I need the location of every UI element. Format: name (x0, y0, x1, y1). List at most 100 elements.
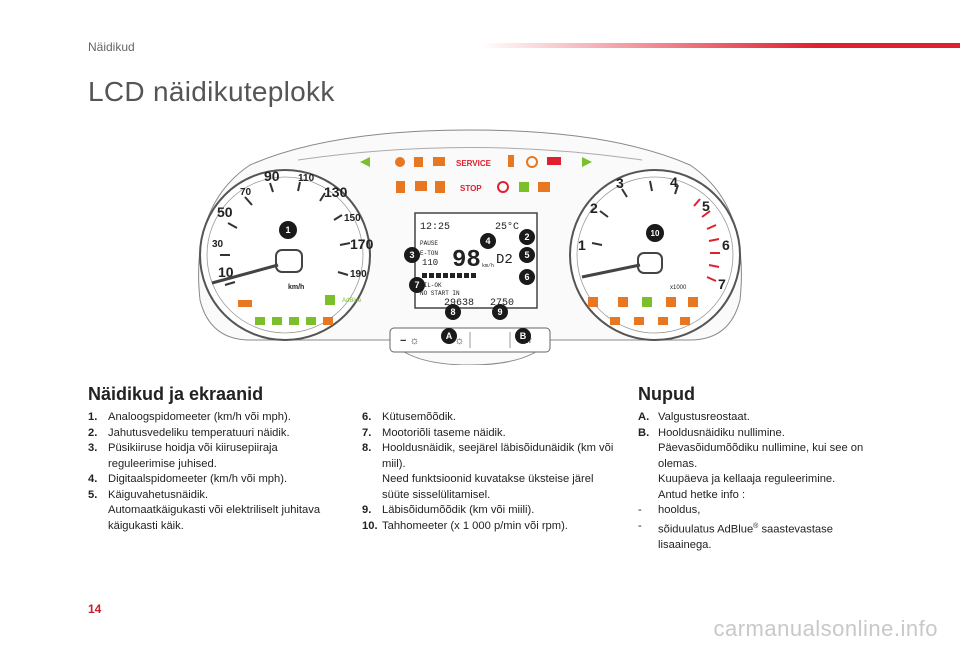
speedo-tick-30: 30 (212, 239, 224, 250)
lcd-speed: 98 (452, 247, 481, 274)
callout-10: 10 (651, 229, 660, 238)
lcd-screen (414, 212, 538, 309)
callout-9: 9 (497, 307, 502, 317)
item-text: Tahhomeeter (x 1 000 p/min või rpm). (382, 519, 568, 532)
speedo-tick-190: 190 (350, 269, 367, 280)
tacho-unit: x1000 (670, 285, 687, 291)
item-num: - (638, 504, 642, 516)
callout-6: 6 (524, 272, 529, 282)
list-item: Kuupäeva ja kellaaja reguleerimine. (638, 472, 888, 488)
tacho-tick-1: 1 (578, 237, 586, 253)
callout-2: 2 (524, 232, 529, 242)
callout-markers: 1 2 3 4 5 6 7 8 9 10 A B (279, 221, 664, 344)
service-warning: SERVICE (456, 159, 492, 168)
dimmer-minus-button[interactable]: − ☼ (400, 335, 420, 347)
callout-8: 8 (450, 307, 455, 317)
item-text: Püsikiiruse hoidja või kiirusepiiraja re… (108, 442, 278, 470)
lcd-trip: 2750 (490, 298, 514, 309)
item-text: Hooldusnäidiku nullimine. (658, 426, 785, 439)
item-num: 8. (362, 442, 372, 454)
item-text: Valgustusreostaat. (658, 411, 750, 423)
callout-3: 3 (409, 250, 414, 260)
list-item: Antud hetke info : (638, 488, 888, 504)
item-num (88, 503, 108, 534)
list-item: 8.Hooldusnäidik, seejärel läbisõidunäidi… (362, 441, 620, 472)
item-num: A. (638, 411, 650, 423)
callout-a: A (446, 331, 453, 341)
item-text: Automaatkäigukasti või elektriliselt juh… (108, 504, 321, 532)
tacho-tick-7: 7 (718, 276, 726, 292)
list-item: Need funktsioonid kuvatakse üksteise jär… (362, 472, 620, 503)
list-item: 5.Käiguvahetusnäidik. (88, 488, 340, 504)
item-text: Digitaalspidomeeter (km/h või mph). (108, 473, 288, 485)
watermark: carmanualsonline.info (713, 616, 938, 641)
item-text: Need funktsioonid kuvatakse üksteise jär… (382, 473, 594, 501)
item-num (638, 488, 658, 504)
item-num (638, 472, 658, 488)
callout-b: B (520, 331, 527, 341)
lcd-oil: OIL-OK (420, 282, 442, 289)
speedo-ticks (220, 181, 351, 286)
speedo-tick-90: 90 (264, 168, 280, 184)
right-heading: Nupud (638, 384, 695, 404)
list-item-adblue: -sõiduulatus AdBlue® saastevastase lisaa… (638, 519, 888, 554)
speedo-tick-130: 130 (324, 184, 348, 200)
callout-1: 1 (285, 225, 290, 235)
speedo-tick-10: 10 (218, 264, 234, 280)
tacho-tick-4: 4 (670, 174, 678, 190)
lcd-odo: 29638 (444, 298, 474, 309)
lcd-eton: E-TON (420, 250, 438, 257)
tacho-ticks (591, 180, 679, 246)
header-accent-bar (480, 43, 960, 48)
item-text: Kuupäeva ja kellaaja reguleerimine. (658, 473, 836, 485)
list-item: 9.Läbisõidumõõdik (km või miili). (362, 503, 620, 519)
item-num: 3. (88, 442, 98, 454)
buttons-list: A. Valgustusreostaat. B. Hooldusnäidiku nu… (638, 410, 888, 553)
list-item: 10.Tahhomeeter (x 1 000 p/min või rpm). (362, 519, 620, 535)
item-num: B. (638, 426, 650, 439)
stop-warning: STOP (460, 184, 482, 193)
lcd-fuel-gauge (422, 273, 476, 278)
lcd-pause: PAUSE (420, 240, 438, 247)
list-item: 2. Jahutusvedeliku temperatuuri näidik. (88, 426, 340, 442)
list-item: 3. Püsikiiruse hoidja või kiirusepiiraja … (88, 441, 340, 472)
gauges-list: 1.Analoogspidomeeter (km/h või mph). 2. J… (88, 410, 340, 534)
speedo-tick-170: 170 (350, 236, 374, 252)
lcd-kmh: km/h (482, 263, 494, 269)
callout-7: 7 (414, 280, 419, 290)
item-num: 2. (88, 426, 98, 439)
item-num: 5. (88, 488, 98, 501)
warning-strip (360, 155, 592, 193)
item-text: Päevasõidumõõdiku nullimine, kui see on … (658, 442, 864, 470)
tacho-tick-2: 2 (590, 200, 598, 216)
speedo-unit: km/h (288, 284, 304, 291)
instrument-cluster-svg: 10 30 50 70 90 110 130 150 170 190 km/h … (198, 129, 742, 365)
section-tag: Näidikud (88, 40, 135, 54)
item-text: Mootoriõli taseme näidik. (382, 426, 506, 439)
item-num: 9. (362, 504, 372, 516)
tacho-tick-3: 3 (616, 175, 624, 191)
item-text: Jahutusvedeliku temperatuuri näidik. (108, 426, 290, 439)
item-text: hooldus, (658, 504, 701, 516)
adblue-label: AdBlue (342, 298, 362, 304)
lcd-gear: D2 (496, 252, 513, 268)
page-number: 14 (88, 602, 102, 616)
item-num (638, 441, 658, 472)
list-item: Automaatkäigukasti või elektriliselt juh… (88, 503, 340, 534)
page-title: LCD näidikuteplokk (88, 76, 335, 107)
list-item: 6.Kütusemõõdik. (362, 410, 620, 426)
lcd-temp: 25°C (495, 221, 519, 233)
item-text: Antud hetke info : (658, 488, 746, 501)
list-item: 1.Analoogspidomeeter (km/h või mph). (88, 410, 340, 426)
item-num: 6. (362, 411, 372, 423)
item-num: 1. (88, 411, 98, 423)
callout-5: 5 (524, 250, 529, 260)
speedo-tick-110: 110 (298, 173, 315, 184)
list-item: 4.Digitaalspidomeeter (km/h või mph). (88, 472, 340, 488)
speedo-tick-50: 50 (217, 204, 233, 220)
list-item: Päevasõidumõõdiku nullimine, kui see on … (638, 441, 888, 472)
item-num (362, 472, 382, 503)
tacho-hub (637, 252, 663, 274)
list-item: - hooldus, (638, 503, 888, 519)
list-item: A. Valgustusreostaat. (638, 410, 888, 426)
